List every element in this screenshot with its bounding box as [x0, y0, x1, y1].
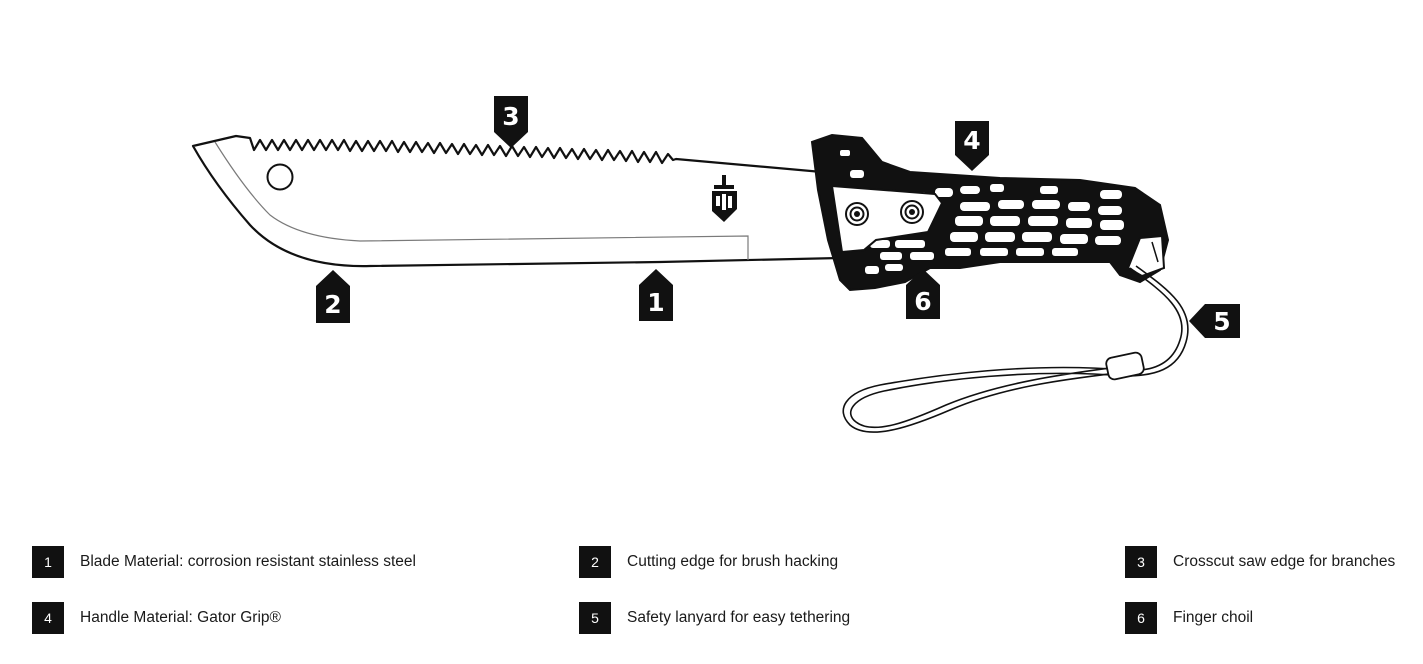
legend-item-4: 4 Handle Material: Gator Grip®: [32, 602, 281, 634]
handle: [810, 133, 1170, 292]
legend-number-badge: 1: [32, 546, 64, 578]
rivet-right: [900, 200, 924, 224]
legend-number-badge: 3: [1125, 546, 1157, 578]
legend-number-badge: 6: [1125, 602, 1157, 634]
rivet-left: [845, 202, 869, 226]
callout-label-2: 2: [324, 290, 341, 319]
legend-number-badge: 4: [32, 602, 64, 634]
legend-text: Cutting edge for brush hacking: [627, 553, 839, 570]
blade-hole: [266, 163, 294, 191]
callout-marker-2: 2: [316, 270, 350, 323]
callout-marker-1: 1: [639, 269, 673, 321]
legend-item-1: 1 Blade Material: corrosion resistant st…: [32, 546, 416, 578]
legend-text: Crosscut saw edge for branches: [1173, 553, 1396, 570]
callout-label-5: 5: [1213, 307, 1230, 336]
legend-item-5: 5 Safety lanyard for easy tethering: [579, 602, 850, 634]
legend-text: Blade Material: corrosion resistant stai…: [80, 553, 416, 570]
callout-marker-5: 5: [1189, 304, 1240, 338]
callout-label-4: 4: [963, 126, 980, 155]
callout-label-6: 6: [914, 287, 931, 316]
gerber-logo-icon: [712, 175, 737, 222]
blade-bevel-line: [214, 141, 749, 260]
legend-number-badge: 5: [579, 602, 611, 634]
callout-marker-6: 6: [906, 269, 940, 319]
callout-marker-3: 3: [494, 96, 528, 148]
callout-label-1: 1: [647, 288, 664, 317]
legend-text: Handle Material: Gator Grip®: [80, 609, 281, 626]
blade-outline: [191, 134, 842, 268]
legend-item-6: 6 Finger choil: [1125, 602, 1253, 634]
handle-outline: [810, 133, 1170, 292]
legend-item-2: 2 Cutting edge for brush hacking: [579, 546, 838, 578]
callout-label-3: 3: [502, 102, 519, 131]
blade: [191, 134, 842, 268]
legend-number-badge: 2: [579, 546, 611, 578]
legend-text: Safety lanyard for easy tethering: [627, 609, 851, 626]
callout-marker-4: 4: [955, 121, 989, 171]
legend-text: Finger choil: [1173, 609, 1254, 626]
legend-item-3: 3 Crosscut saw edge for branches: [1125, 546, 1395, 578]
lanyard: [842, 265, 1189, 433]
